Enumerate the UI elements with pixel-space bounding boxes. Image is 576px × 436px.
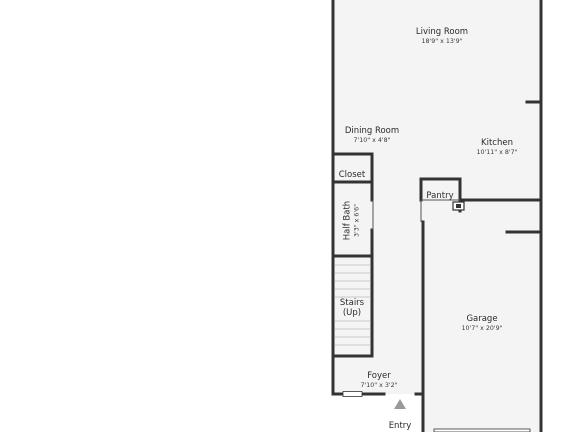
- room-name: Dining Room: [344, 126, 400, 136]
- foyer-window: [342, 391, 363, 397]
- room-living-room: Living Room 18'9" x 13'9": [416, 20, 468, 46]
- room-garage: Garage 10'7" x 20'9": [461, 307, 502, 333]
- room-foyer: Foyer 7'10" x 3'2": [360, 364, 397, 390]
- room-pantry: Pantry: [426, 184, 453, 202]
- room-dim: 3'3" x 6'6": [353, 204, 361, 238]
- entry-label: Entry: [389, 414, 412, 432]
- room-dim: 7'10" x 4'8": [353, 137, 391, 145]
- room-name: Kitchen: [481, 138, 513, 148]
- room-name: Half Bath: [342, 200, 353, 241]
- room-dining-room: Dining Room 7'10" x 4'8": [345, 119, 399, 145]
- room-name: Foyer: [367, 371, 391, 381]
- room-dim: 10'7" x 20'9": [461, 325, 503, 333]
- thin-walls: [372, 199, 460, 230]
- stairs-treads: [335, 264, 370, 346]
- room-dim: 7'10" x 3'2": [360, 382, 398, 390]
- room-half-bath: Half Bath 3'3" x 6'6": [342, 191, 361, 251]
- room-name: Living Room: [415, 27, 469, 37]
- room-name: Stairs: [339, 298, 365, 308]
- room-name: Garage: [466, 314, 498, 324]
- room-dim: 18'9" x 13'9": [421, 38, 463, 46]
- entry-text: Entry: [388, 421, 412, 431]
- room-dim: 10'11" x 8'7": [476, 149, 518, 157]
- floor-main: [333, 0, 541, 200]
- kitchen-fixture-core: [456, 204, 461, 208]
- room-sub: (Up): [342, 307, 362, 318]
- room-stairs: Stairs (Up): [339, 298, 365, 319]
- floor-garage: [423, 200, 541, 432]
- room-kitchen: Kitchen 10'11" x 8'7": [476, 131, 517, 157]
- room-name: Closet: [338, 170, 366, 180]
- triangle-up-icon: [394, 399, 406, 409]
- room-closet: Closet: [339, 163, 366, 181]
- room-name: Pantry: [426, 191, 454, 201]
